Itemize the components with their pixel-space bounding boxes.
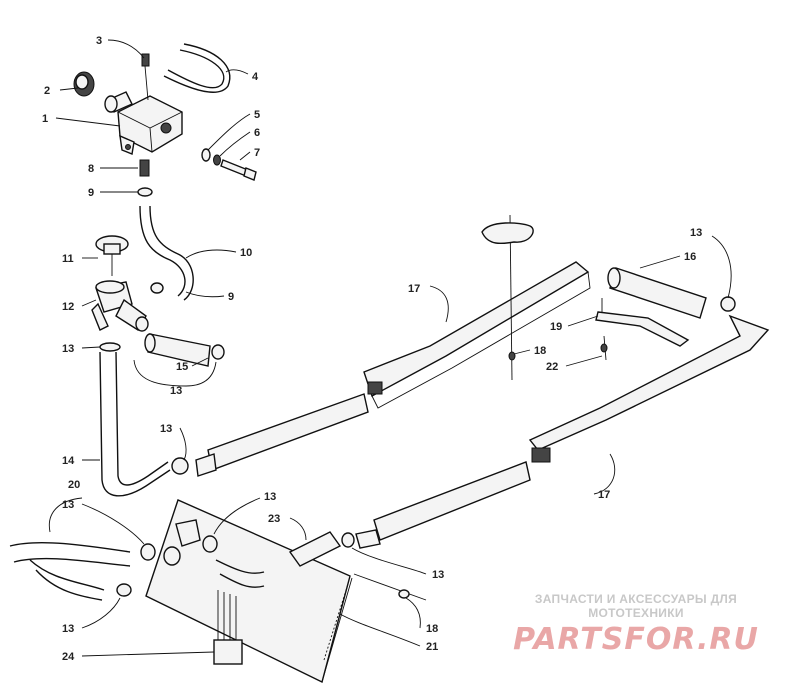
label-9-lower: 9 (228, 291, 234, 303)
callout-labels: 3 4 2 1 5 6 7 8 9 10 11 9 12 13 15 13 14… (42, 35, 702, 663)
part-22-rivet (600, 335, 608, 361)
label-8: 8 (88, 163, 94, 175)
part-5-washer (201, 148, 211, 162)
label-7: 7 (254, 147, 260, 159)
part-24-brace (213, 590, 243, 665)
label-2: 2 (44, 85, 50, 97)
label-17-lower: 17 (598, 489, 610, 501)
label-1: 1 (42, 113, 48, 125)
label-19: 19 (550, 321, 562, 333)
part-13-clamp-e (720, 296, 736, 312)
label-5: 5 (254, 109, 260, 121)
part-13-clamp-c (211, 344, 225, 360)
part-21-radiator (145, 499, 353, 684)
label-13-hose15: 13 (170, 385, 182, 397)
part-17-rail-upper (207, 261, 591, 471)
label-18-upper: 18 (534, 345, 546, 357)
label-13-lower: 13 (62, 623, 74, 635)
part-17-rail-lower (373, 314, 770, 541)
label-16: 16 (684, 251, 696, 263)
label-13-rail: 13 (160, 423, 172, 435)
label-20: 20 (68, 479, 80, 491)
sealant-blob (481, 222, 534, 245)
label-13-right: 13 (432, 569, 444, 581)
part-20-hose (9, 541, 131, 601)
part-10-hose (139, 205, 194, 301)
watermark-subtitle: ЗАПЧАСТИ И АКСЕССУАРЫ ДЛЯ МОТОТЕХНИКИ (534, 592, 738, 620)
label-12: 12 (62, 301, 74, 313)
label-23: 23 (268, 513, 280, 525)
part-13-clamp-g (116, 543, 181, 597)
part-6-washer (213, 154, 221, 166)
part-12-housing (91, 280, 147, 331)
part-3-fitting (141, 53, 150, 101)
part-19-bracket (595, 298, 690, 347)
part-18-wire (353, 573, 427, 601)
label-3: 3 (96, 35, 102, 47)
watermark: ЗАПЧАСТИ И АКСЕССУАРЫ ДЛЯ МОТОТЕХНИКИ PA… (486, 592, 786, 657)
label-15: 15 (176, 361, 188, 373)
part-8-nipple (139, 159, 150, 177)
part-9-clamp-lower (150, 282, 164, 294)
part-11-cap (95, 235, 129, 276)
label-10: 10 (240, 247, 252, 259)
label-21: 21 (426, 641, 438, 653)
label-18-lower: 18 (426, 623, 438, 635)
part-9-clamp-upper (137, 187, 153, 197)
part-4-hose (163, 43, 231, 93)
leader-lines (48, 39, 732, 657)
part-13-clamp-d (171, 453, 217, 477)
part-16-hose (607, 267, 707, 319)
label-13-hose16: 13 (690, 227, 702, 239)
part-13-clamp-f (341, 529, 381, 549)
label-24: 24 (62, 651, 75, 663)
label-11: 11 (62, 253, 74, 265)
part-14-tube (99, 351, 171, 497)
label-13-radiator: 13 (264, 491, 276, 503)
label-13-housing: 13 (62, 343, 74, 355)
part-7-bolt (220, 159, 257, 181)
label-17-upper: 17 (408, 283, 420, 295)
part-13-clamp-b (135, 316, 149, 332)
label-22: 22 (546, 361, 558, 373)
part-15-hose (144, 333, 211, 367)
part-1-neck (104, 91, 133, 113)
label-6: 6 (254, 127, 260, 139)
label-4: 4 (252, 71, 259, 83)
label-13-hose20: 13 (62, 499, 74, 511)
part-13-clamp-a (99, 342, 121, 352)
part-23-hose (215, 531, 342, 588)
part-2-cap (73, 71, 95, 97)
label-14: 14 (62, 455, 75, 467)
part-1-tank (117, 95, 183, 155)
label-9-upper: 9 (88, 187, 94, 199)
part-13-clamp-h (175, 519, 218, 553)
watermark-brand: PARTSFOR.RU (513, 622, 759, 657)
